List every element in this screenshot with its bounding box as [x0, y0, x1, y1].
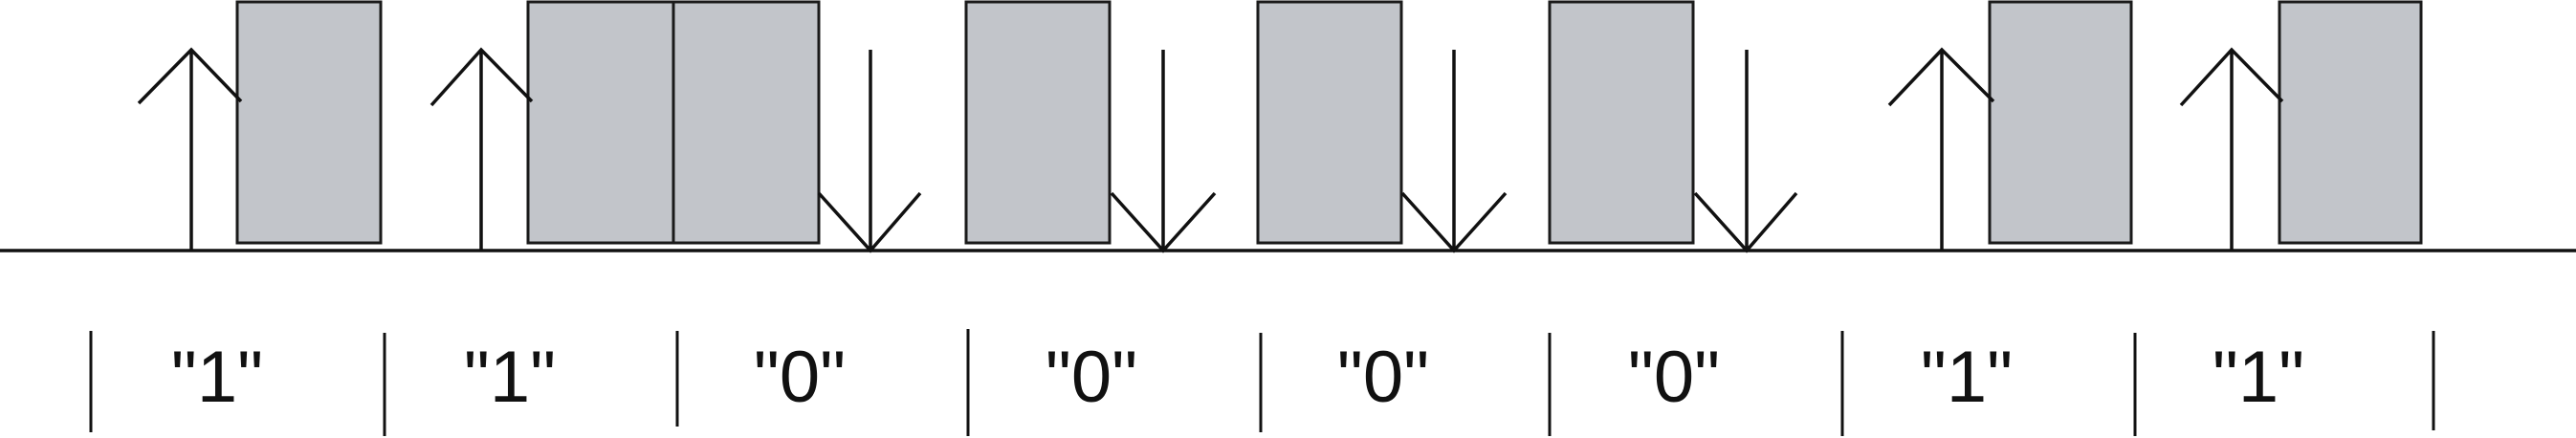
down-arrow-icon [1110, 50, 1217, 253]
pulse-5 [1256, 0, 1403, 245]
pulse-4 [964, 0, 1112, 245]
pulse-6 [1548, 0, 1695, 245]
up-arrow-icon [2179, 47, 2284, 251]
up-arrow-icon [1887, 47, 1995, 251]
bit-label: "1" [464, 337, 556, 418]
up-arrow-icon [137, 47, 243, 251]
down-arrow-icon [1693, 50, 1798, 253]
bit-cell-dividers [89, 329, 2435, 436]
bit-label: "0" [754, 337, 846, 418]
bit-labels: "1" "1" "0" "0" "0" "0" "1" "1" [171, 337, 2304, 418]
up-arrow-icon [429, 47, 534, 251]
pulse-3 [672, 0, 821, 245]
bit-label: "1" [1921, 337, 2013, 418]
bit-label: "0" [1046, 337, 1137, 418]
down-arrow-icon [817, 50, 922, 253]
down-arrow-icon [1400, 50, 1508, 253]
pulse-8 [2278, 0, 2423, 245]
arrows [137, 47, 2284, 253]
bit-label: "0" [1628, 337, 1720, 418]
pulse-2 [526, 0, 675, 245]
pulse-7 [1988, 0, 2133, 245]
pulse-1 [235, 0, 383, 245]
pulses [235, 0, 2423, 245]
bit-label: "1" [2213, 337, 2304, 418]
bit-label: "0" [1337, 337, 1429, 418]
bit-label: "1" [171, 337, 263, 418]
